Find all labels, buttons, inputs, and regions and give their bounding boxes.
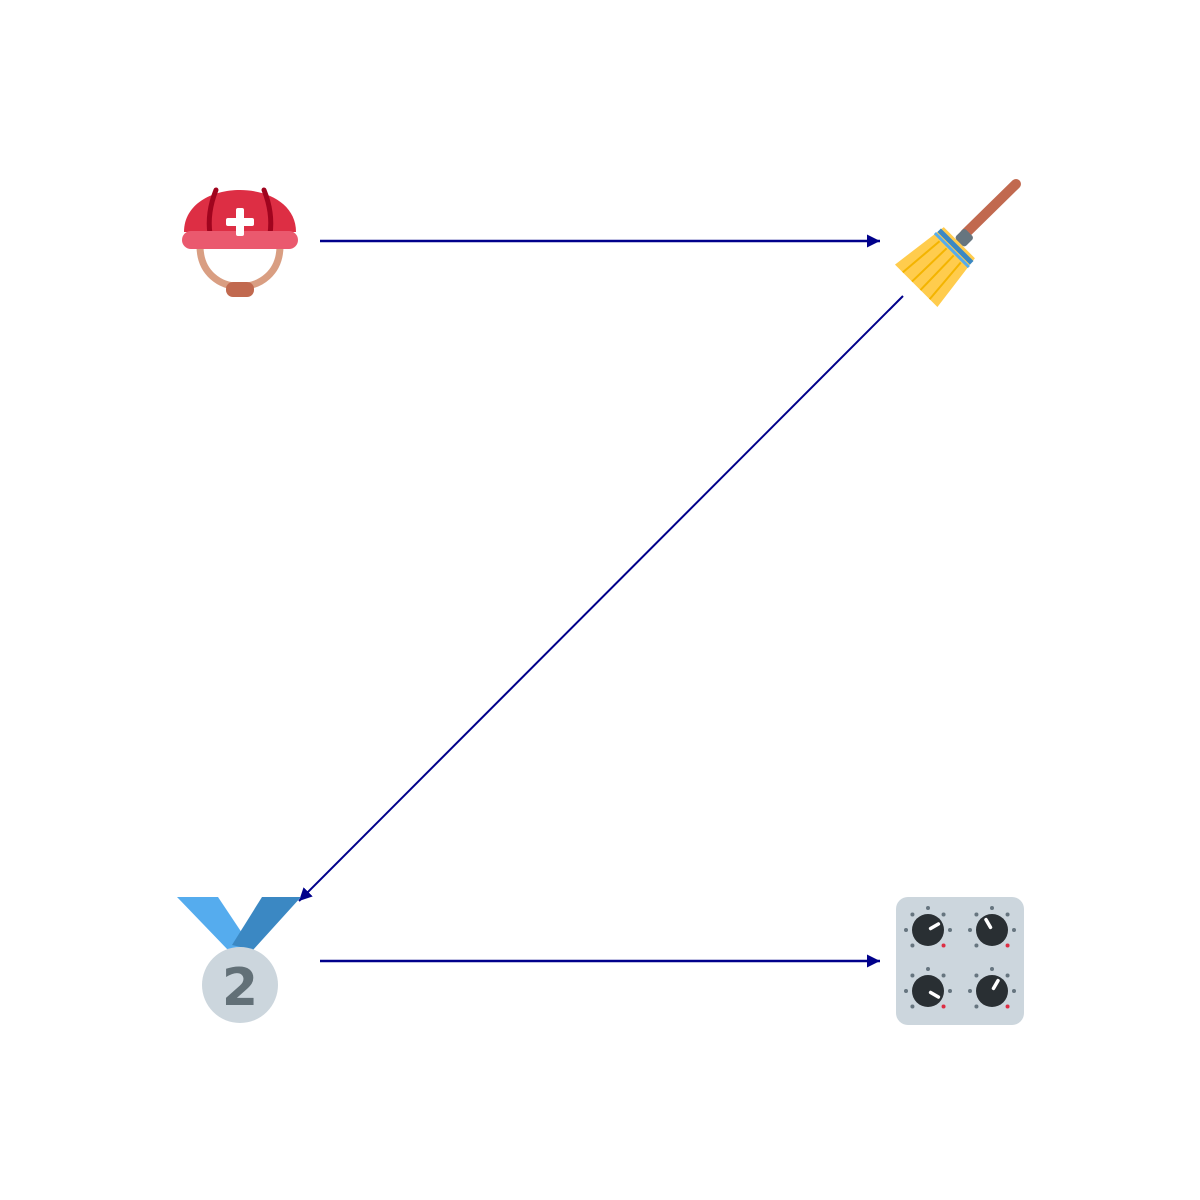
knob-4 [968,967,1016,1009]
rescue-worker-helmet-icon [182,187,298,297]
knob-3 [904,967,952,1009]
control-knobs-icon [896,897,1024,1025]
knob-2 [968,906,1016,948]
knob-1 [904,906,952,948]
edge-broom-to-medal [298,295,904,902]
medal-number: 2 [222,958,258,1018]
edges [298,234,904,968]
broom-icon [894,179,1021,308]
second-place-medal-icon: 2 [177,897,301,1023]
